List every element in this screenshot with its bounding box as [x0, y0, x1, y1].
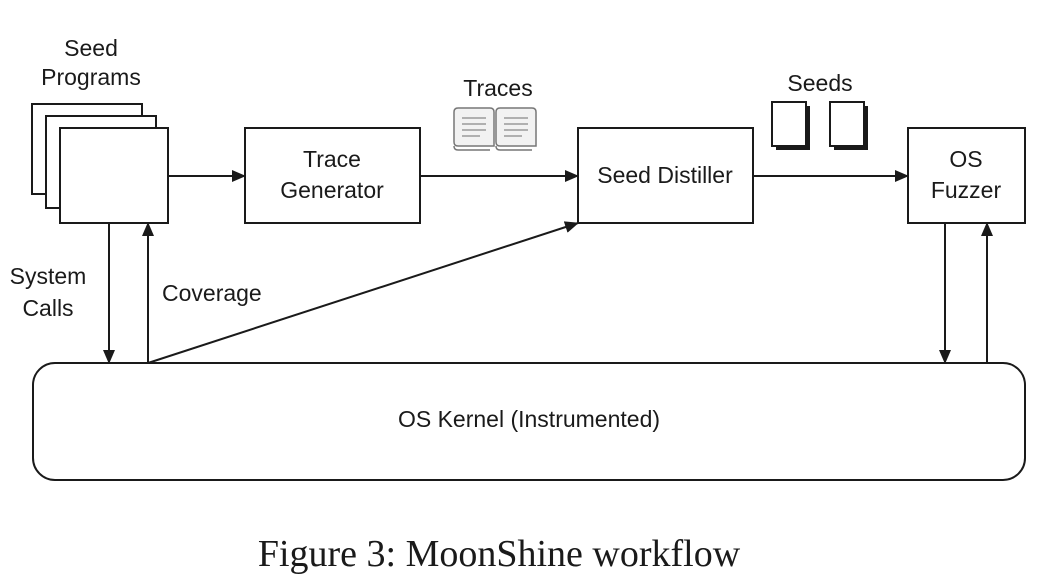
document-icon — [829, 101, 868, 150]
coverage-to-seed-distiller-arrow — [147, 221, 579, 364]
seed-programs-label-line2: Programs — [41, 64, 141, 90]
os-fuzzer-label-line1: OS — [949, 146, 982, 172]
seed-programs-node: Seed Programs — [31, 35, 169, 224]
traces-artifact: Traces — [453, 75, 537, 151]
figure-caption: Figure 3: MoonShine workflow — [258, 533, 741, 575]
os-kernel-node: OS Kernel (Instrumented) — [32, 362, 1026, 481]
scroll-icon — [495, 107, 537, 151]
seed-distiller-label: Seed Distiller — [597, 162, 733, 188]
seed-programs-label-line1: Seed — [64, 35, 118, 61]
os-fuzzer-label-line2: Fuzzer — [931, 177, 1002, 203]
trace-generator-label-line1: Trace — [303, 146, 361, 172]
document-icon — [771, 101, 810, 150]
seeds-artifact: Seeds — [771, 70, 868, 150]
os-kernel-label: OS Kernel (Instrumented) — [398, 406, 660, 432]
trace-generator-label-line2: Generator — [280, 177, 384, 203]
coverage-label: Coverage — [162, 280, 262, 306]
trace-generator-node: Trace Generator — [244, 127, 421, 224]
seed-distiller-node: Seed Distiller — [577, 127, 754, 224]
system-calls-label-line1: System — [10, 263, 87, 289]
os-fuzzer-node: OS Fuzzer — [907, 127, 1026, 224]
seeds-label: Seeds — [787, 70, 852, 96]
system-calls-label-line2: Calls — [22, 295, 73, 321]
traces-label: Traces — [463, 75, 532, 101]
scroll-icon — [453, 107, 495, 151]
